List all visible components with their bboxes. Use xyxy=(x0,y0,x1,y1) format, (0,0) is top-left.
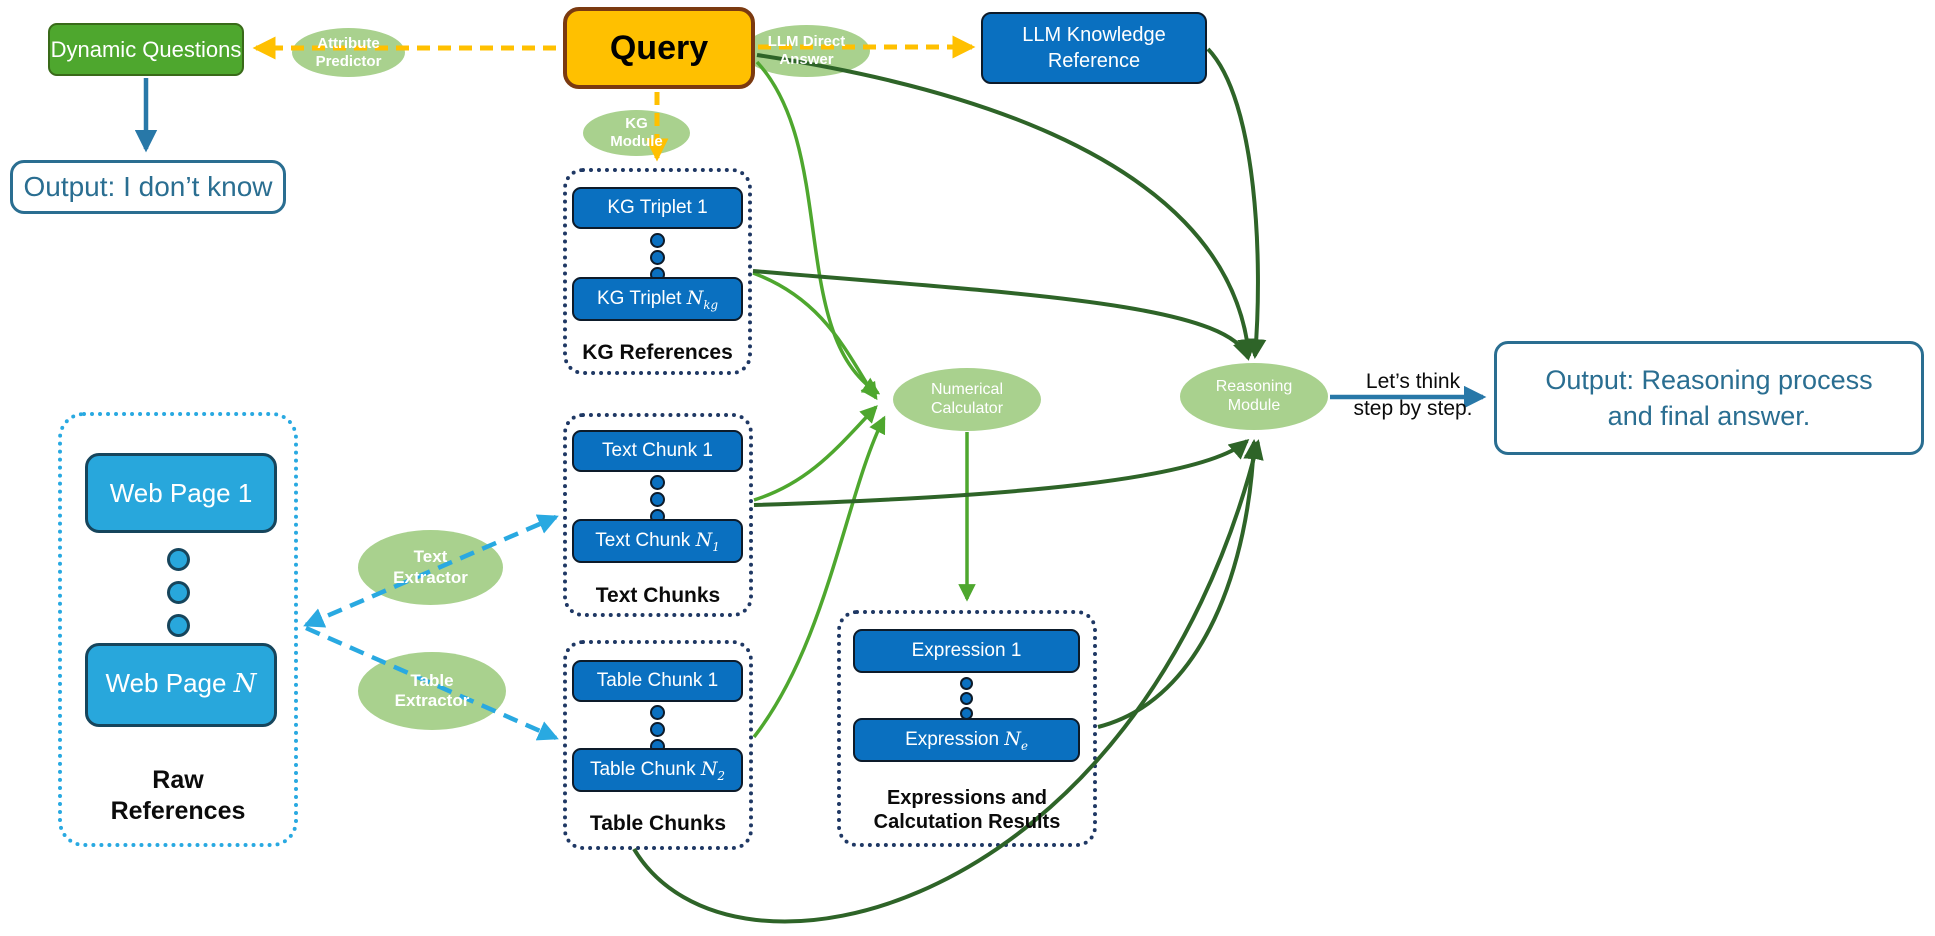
ellipse-shape xyxy=(583,110,690,156)
item-label: Table Chunk N2 xyxy=(589,757,726,783)
text-chunk-1-node: Text Chunk 1 xyxy=(572,430,743,472)
module-label: Table xyxy=(410,670,454,690)
expressions-label: Expressions and Calcutation Results xyxy=(873,787,1061,834)
expression-n-node: Expression Ne xyxy=(853,718,1080,762)
kg-references-group xyxy=(563,168,752,375)
module-label: Module xyxy=(610,133,663,150)
item-label: KG Triplet Nkg xyxy=(596,286,719,312)
web-page-n-node: Web Page N xyxy=(85,643,277,727)
module-label: Numerical xyxy=(930,380,1003,398)
arrow-text-chunks-to-numerical-calculator xyxy=(753,405,878,502)
module-label: Extractor xyxy=(394,691,470,710)
module-label: Module xyxy=(1227,396,1281,414)
raw-references-group xyxy=(58,412,298,847)
table-chunks-label: Table Chunks xyxy=(589,812,727,835)
lets-think-annotation: Let’s think step by step. xyxy=(1353,370,1473,420)
text-chunks-ellipsis-dots xyxy=(650,474,665,525)
expressions-ellipsis-dots xyxy=(960,676,973,721)
item-label: Text Chunk N1 xyxy=(595,528,720,554)
item-label: Web Page N xyxy=(105,667,257,699)
module-label: Answer xyxy=(779,51,834,68)
kg-triplet-n-node: KG Triplet Nkg xyxy=(572,277,743,321)
kg-references-label: KG References xyxy=(582,341,733,364)
module-label: LLM Direct xyxy=(767,33,846,51)
expression-1-node: Expression 1 xyxy=(853,629,1080,673)
module-label: Text xyxy=(413,547,448,567)
reasoning-module: Reasoning Module xyxy=(1180,363,1328,430)
text-chunk-n-node: Text Chunk N1 xyxy=(572,519,743,563)
module-label: Predictor xyxy=(315,52,382,70)
arrow-query-to-reasoning-module xyxy=(756,53,1258,359)
query-node: Query xyxy=(563,7,755,89)
text-extractor-module: Text Extractor xyxy=(358,530,503,605)
output-final-line1: Output: Reasoning process xyxy=(1545,364,1873,395)
arrow-query-to-numerical-calculator xyxy=(755,60,881,395)
output-dont-know-node: Output: I don’t know xyxy=(10,160,286,214)
arrow-expressions-to-reasoning-module xyxy=(1097,439,1264,729)
llm-direct-answer-module: LLM Direct Answer xyxy=(743,25,870,77)
output-final-line2: and final answer. xyxy=(1607,401,1811,431)
table-extractor-module: Table Extractor xyxy=(358,652,506,730)
arrow-llm-knowledge-reference-to-reasoning-module xyxy=(1206,47,1267,359)
table-chunk-1-node: Table Chunk 1 xyxy=(572,660,743,702)
output-final-node: Output: Reasoning process and final answ… xyxy=(1494,341,1924,455)
dynamic-questions-node: Dynamic Questions xyxy=(48,23,244,76)
ellipse-shape xyxy=(893,368,1041,431)
numerical-calculator-module: Numerical Calculator xyxy=(893,368,1041,431)
attribute-predictor-module: Attribute Predictor xyxy=(292,28,405,77)
arrow-text-chunks-to-reasoning-module xyxy=(753,439,1250,507)
table-chunk-n-node: Table Chunk N2 xyxy=(572,748,743,792)
ellipse-shape xyxy=(1180,363,1328,430)
kg-triplet-1-node: KG Triplet 1 xyxy=(572,187,743,229)
arrow-kg-references-to-numerical-calculator xyxy=(752,271,878,401)
raw-references-label: Raw References xyxy=(110,766,246,826)
llm-knowledge-reference-node: LLM Knowledge Reference xyxy=(981,12,1207,84)
text-chunks-label: Text Chunks xyxy=(595,584,721,607)
item-label: Expression Ne xyxy=(905,727,1028,753)
arrow-kg-references-to-reasoning-module xyxy=(752,269,1252,361)
web-page-1-node: Web Page 1 xyxy=(85,453,277,533)
module-label: KG xyxy=(625,115,648,133)
ellipse-shape xyxy=(292,28,405,77)
module-label: Attribute xyxy=(317,34,380,52)
module-label: Reasoning xyxy=(1215,377,1293,395)
module-label: Calculator xyxy=(930,399,1004,417)
raw-references-ellipsis-dots xyxy=(167,543,190,642)
kg-module: KG Module xyxy=(583,110,690,156)
kg-ellipsis-dots xyxy=(650,232,665,283)
module-label: Extractor xyxy=(393,567,468,587)
